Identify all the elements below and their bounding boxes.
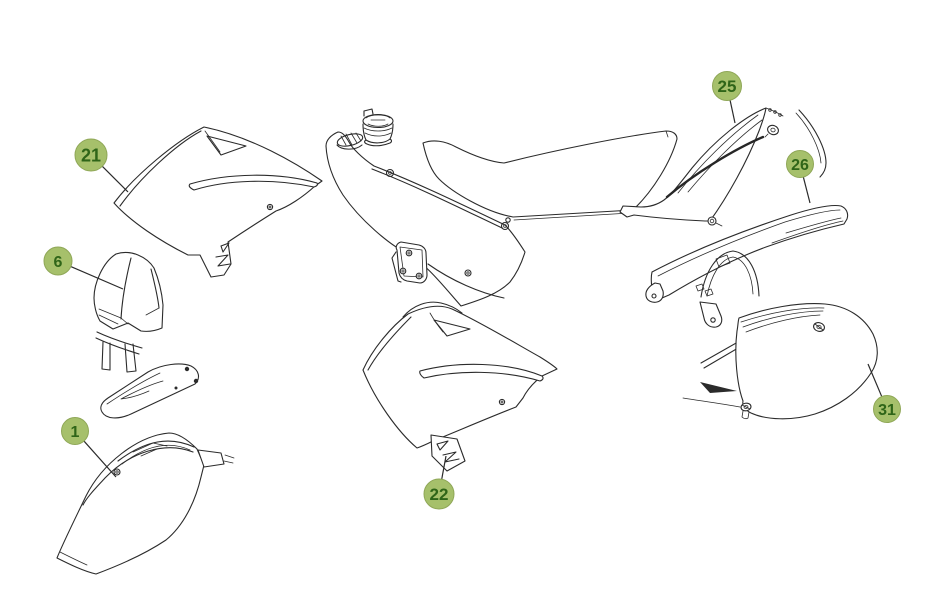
tank-mount-bracket bbox=[391, 241, 428, 284]
part-badge-31[interactable] bbox=[873, 395, 901, 423]
fender-detail bbox=[695, 254, 731, 297]
part-badge-26[interactable] bbox=[786, 150, 814, 178]
leader-line-22 bbox=[441, 455, 447, 480]
part-badge-label-25[interactable]: 25 bbox=[718, 77, 737, 96]
part-radiator-shroud-right bbox=[362, 301, 558, 472]
bolt-hole-icon bbox=[113, 468, 121, 476]
tab-zigzag bbox=[436, 440, 460, 463]
swoosh-cutout bbox=[188, 174, 318, 191]
part-badge-label-31[interactable]: 31 bbox=[878, 402, 896, 419]
shroud-tab bbox=[430, 434, 466, 472]
part-fork-guard bbox=[100, 363, 200, 419]
part-badge-label-1[interactable]: 1 bbox=[71, 424, 80, 441]
callout-badges: 21 6 1 22 25 26 31 bbox=[43, 71, 901, 510]
leader-line-26 bbox=[802, 176, 811, 204]
fender-bracket bbox=[197, 449, 225, 468]
part-headlight-mask bbox=[93, 251, 164, 373]
fender-prong bbox=[645, 282, 723, 328]
screw-icon bbox=[740, 402, 752, 420]
leader-line-31 bbox=[867, 363, 883, 397]
part-badge-label-26[interactable]: 26 bbox=[791, 157, 809, 174]
part-badge-label-22[interactable]: 22 bbox=[430, 485, 449, 504]
part-seat bbox=[422, 130, 678, 223]
trim-crescent bbox=[798, 109, 827, 178]
part-rear-fender bbox=[645, 204, 849, 328]
leader-line-25 bbox=[729, 100, 736, 124]
leader-line-21 bbox=[101, 165, 129, 193]
tab-zigzag bbox=[215, 242, 231, 267]
leader-line-6 bbox=[70, 265, 124, 290]
swoosh-cutout bbox=[419, 363, 544, 382]
vent-cutout bbox=[206, 135, 247, 156]
part-side-panel-rear bbox=[735, 303, 878, 420]
panel-stripe bbox=[665, 135, 765, 199]
part-radiator-shroud-left bbox=[113, 126, 323, 278]
part-badge-1[interactable] bbox=[61, 417, 89, 445]
fuel-cap bbox=[362, 108, 394, 147]
grommet-icon bbox=[707, 216, 723, 227]
part-fuel-tank bbox=[325, 131, 526, 307]
part-side-panel-front bbox=[619, 107, 827, 227]
part-badge-25[interactable] bbox=[712, 71, 742, 101]
tank-filler-neck bbox=[336, 132, 364, 150]
part-badge-label-21[interactable]: 21 bbox=[81, 145, 101, 165]
washer-icon bbox=[764, 124, 779, 138]
part-front-fender bbox=[56, 432, 235, 575]
vent-cutout bbox=[433, 319, 471, 337]
part-badge-22[interactable] bbox=[423, 478, 455, 510]
washer-icon bbox=[813, 322, 825, 332]
leader-line-1 bbox=[83, 440, 117, 478]
part-badge-label-6[interactable]: 6 bbox=[54, 254, 63, 271]
part-badge-21[interactable] bbox=[74, 138, 108, 172]
fender-arch bbox=[700, 250, 760, 298]
part-badge-6[interactable] bbox=[43, 246, 73, 276]
tank-screw-icon bbox=[385, 168, 510, 277]
strip-wedge bbox=[700, 382, 737, 393]
